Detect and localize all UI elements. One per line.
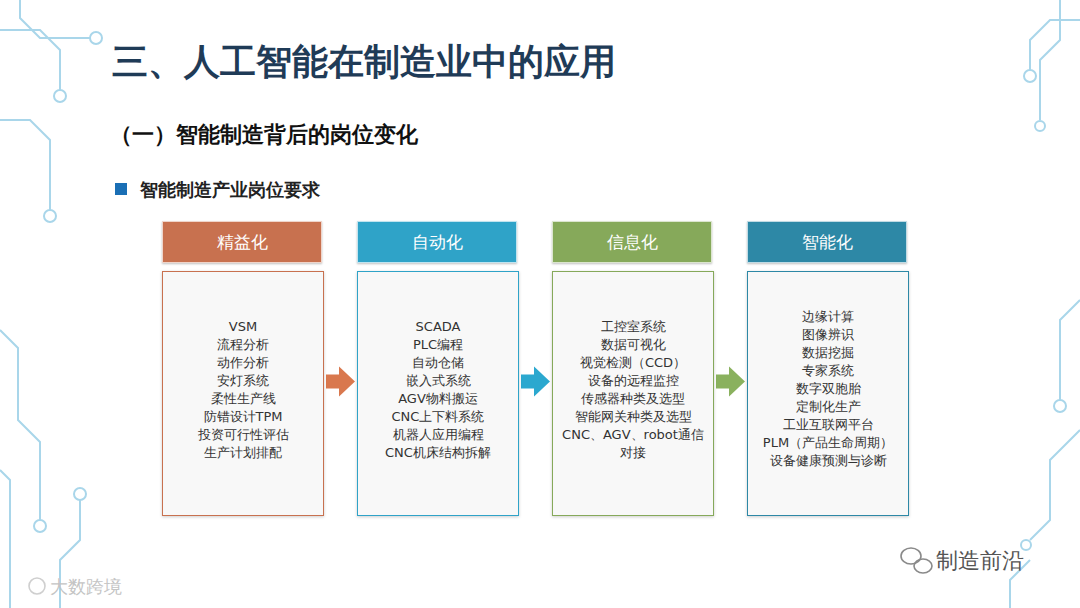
requirement-item: 边缘计算 xyxy=(754,308,902,326)
requirement-item: AGV物料搬运 xyxy=(364,390,512,408)
requirement-item: 设备健康预测与诊断 xyxy=(754,452,902,470)
requirement-box: VSM流程分析动作分析安灯系统柔性生产线防错设计TPM投资可行性评估生产计划排配 xyxy=(162,271,324,516)
block-arrow xyxy=(716,367,745,397)
requirement-item: 动作分析 xyxy=(169,354,317,372)
header-text: 精益化 xyxy=(171,231,313,254)
header-text: 智能化 xyxy=(756,231,898,254)
requirement-item: PLM（产品生命周期） xyxy=(754,434,902,452)
requirement-item: 流程分析 xyxy=(169,336,317,354)
watermark-icon xyxy=(29,578,45,594)
requirement-item: 自动仓储 xyxy=(364,354,512,372)
header-text: 信息化 xyxy=(561,231,703,254)
requirement-item: 智能网关种类及选型 xyxy=(559,408,707,426)
requirement-item: SCADA xyxy=(364,318,512,336)
requirement-item: 图像辨识 xyxy=(754,326,902,344)
requirement-item: 防错设计TPM xyxy=(169,408,317,426)
requirement-item: 安灯系统 xyxy=(169,372,317,390)
requirement-item: 生产计划排配 xyxy=(169,444,317,462)
header-band: 自动化 xyxy=(357,221,517,263)
header-text: 自动化 xyxy=(366,231,508,254)
header-band: 信息化 xyxy=(552,221,712,263)
requirement-item: 对接 xyxy=(559,444,707,462)
requirement-box: SCADAPLC编程自动仓储嵌入式系统AGV物料搬运CNC上下料系统机器人应用编… xyxy=(357,271,519,516)
watermark: 制造前沿 xyxy=(936,546,1024,576)
requirement-item: 数据可视化 xyxy=(559,336,707,354)
requirement-item: VSM xyxy=(169,318,317,336)
requirement-item: 设备的远程监控 xyxy=(559,372,707,390)
wechat-icon xyxy=(901,548,932,573)
requirement-item: 数据挖掘 xyxy=(754,344,902,362)
requirement-item: 工控室系统 xyxy=(559,318,707,336)
watermark: 大数跨境 xyxy=(50,575,122,599)
requirement-item: 专家系统 xyxy=(754,362,902,380)
requirement-item: 数字双胞胎 xyxy=(754,380,902,398)
requirement-item: 机器人应用编程 xyxy=(364,426,512,444)
requirement-item: 工业互联网平台 xyxy=(754,416,902,434)
requirement-item: 嵌入式系统 xyxy=(364,372,512,390)
block-arrow xyxy=(521,367,550,397)
bullet-text: 智能制造产业岗位要求 xyxy=(140,178,320,202)
requirement-item: 视觉检测（CCD） xyxy=(559,354,707,372)
subtitle: （一）智能制造背后的岗位变化 xyxy=(110,120,418,150)
requirement-item: CNC、AGV、robot通信 xyxy=(559,426,707,444)
header-band: 精益化 xyxy=(162,221,322,263)
requirement-item: CNC上下料系统 xyxy=(364,408,512,426)
slide-title: 三、人工智能在制造业中的应用 xyxy=(112,38,616,87)
bullet-square xyxy=(115,183,127,195)
requirement-item: 投资可行性评估 xyxy=(169,426,317,444)
requirement-item: PLC编程 xyxy=(364,336,512,354)
requirement-item: 传感器种类及选型 xyxy=(559,390,707,408)
requirement-item: 定制化生产 xyxy=(754,398,902,416)
requirement-item: 柔性生产线 xyxy=(169,390,317,408)
requirement-box: 工控室系统数据可视化视觉检测（CCD）设备的远程监控传感器种类及选型智能网关种类… xyxy=(552,271,714,516)
block-arrow xyxy=(326,367,355,397)
requirement-item: CNC机床结构拆解 xyxy=(364,444,512,462)
header-band: 智能化 xyxy=(747,221,907,263)
requirement-box: 边缘计算图像辨识数据挖掘专家系统数字双胞胎定制化生产工业互联网平台PLM（产品生… xyxy=(747,271,909,516)
